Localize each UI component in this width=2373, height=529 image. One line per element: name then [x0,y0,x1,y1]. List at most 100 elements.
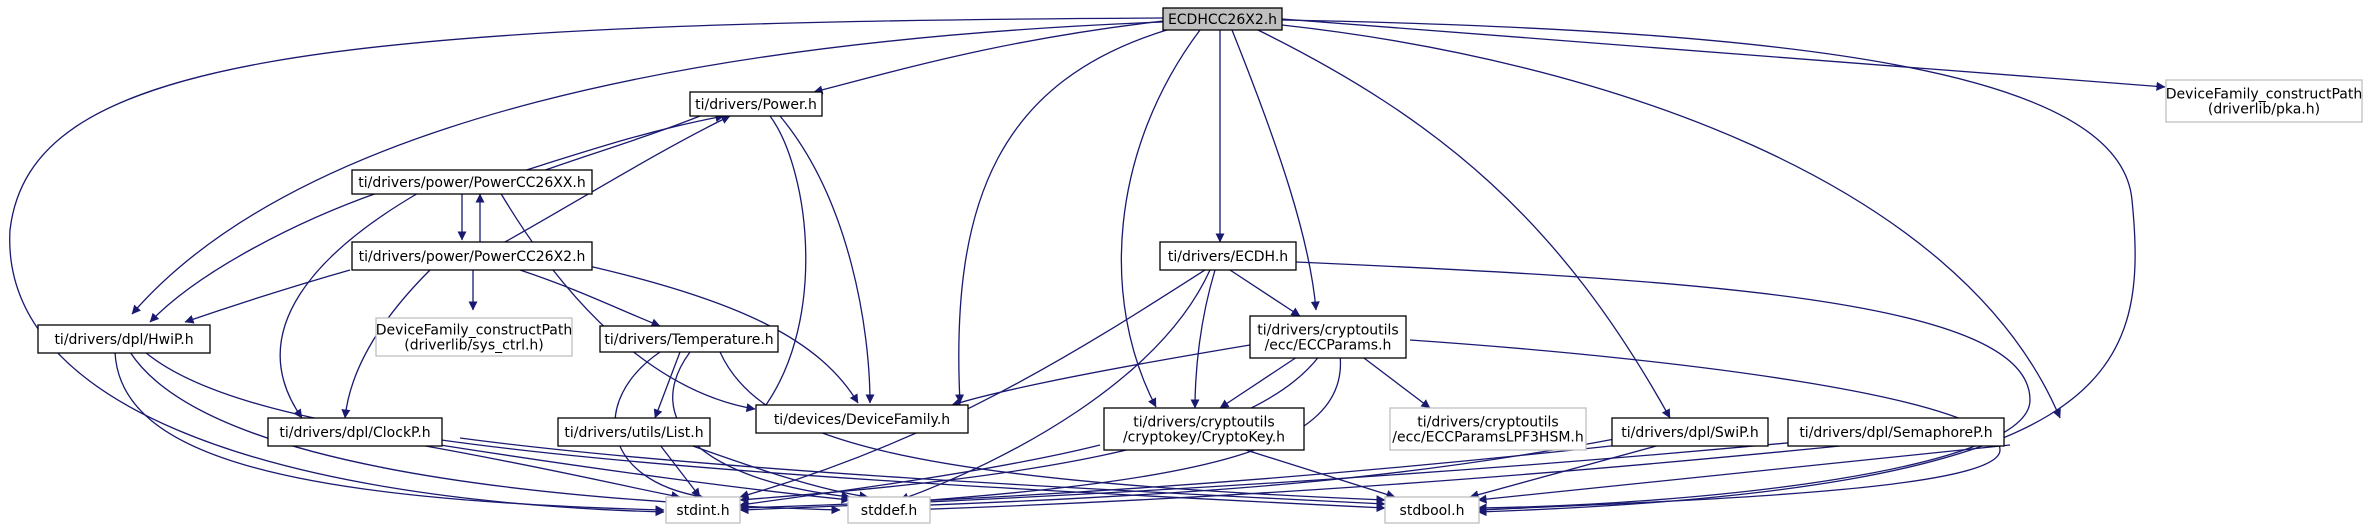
edge-root-semaphorep [1281,24,2061,419]
node-cryptokey[interactable]: ti/drivers/cryptoutils/cryptokey/CryptoK… [1103,407,1305,451]
node-root[interactable]: ECDHCC26X2.h [1162,7,1283,31]
node-stdint[interactable]: stdint.h [665,496,741,524]
node-box [665,496,741,524]
edge-list-stdint [659,444,701,498]
nodes-layer: ECDHCC26X2.h ti/drivers/Power.h ti/drivers… [37,7,2363,524]
edge-root-devicefamily [955,28,1171,404]
node-list[interactable]: ti/drivers/utils/List.h [557,417,711,447]
edge-swip-stddef [904,437,1621,511]
node-label: ECDHCC26X2.h [1168,12,1277,28]
node-label: ti/drivers/utils/List.h [564,425,703,441]
node-box [1384,496,1480,524]
node-box [755,404,969,434]
edge-root-eccparams [1231,29,1320,311]
edge-eccparams-ecclpf [1359,354,1431,409]
edge-powercc26xx-hwip [149,191,381,323]
node-label: stdint.h [676,503,729,519]
edge-powercc26x2-clockp [341,269,431,419]
node-ecdh[interactable]: ti/drivers/ECDH.h [1159,241,1297,271]
node-label: stddef.h [861,503,917,519]
node-box [689,91,823,117]
edge-hwip-stdbool [144,351,1386,513]
edge-semaphorep-stdbool [1477,444,2011,504]
edge-clockp-stddef [439,444,851,504]
node-box [37,324,211,354]
node-label: ti/drivers/power/PowerCC26XX.h [358,175,585,191]
node-stddef[interactable]: stddef.h [847,496,931,524]
node-powercc26xx[interactable]: ti/drivers/power/PowerCC26XX.h [351,169,593,195]
edge-temperature-stdbool [719,351,1386,505]
edges-layer [9,17,2166,517]
edge-power-list [755,115,807,419]
node-box [351,169,593,195]
edge-clockp-stdbool [459,437,1386,509]
edge-root-swip [1257,29,1671,419]
node-box [1162,7,1283,31]
edge-eccparams-stdint [739,354,1321,504]
node-label: ti/drivers/cryptoutils [1257,323,1398,339]
edge-powercc26xx-devicefamily [499,191,756,413]
node-label: ti/drivers/cryptoutils [1417,415,1558,431]
node-label: /ecc/ECCParams.h [1265,338,1392,354]
node-box [1611,417,1769,447]
node-swip[interactable]: ti/drivers/dpl/SwiP.h [1611,417,1769,447]
node-label: /cryptokey/CryptoKey.h [1123,430,1285,446]
edge-cryptokey-stdint [739,444,1101,509]
edge-root-power [813,20,1164,95]
node-box [599,325,779,353]
node-dfc-sysctrl[interactable]: DeviceFamily_constructPath(driverlib/sys… [375,317,573,357]
edge-root-stdint [9,17,1164,517]
edge-power-devicefamily [779,115,875,404]
edge-ecdh-cryptokey [1190,269,1216,409]
edge-root-cryptokey [1120,29,1201,408]
edge-cryptokey-stdbool [1229,444,1396,499]
node-eccparams[interactable]: ti/drivers/cryptoutils/ecc/ECCParams.h [1249,315,1407,359]
node-label: ti/drivers/Power.h [695,97,817,113]
node-hwip[interactable]: ti/drivers/dpl/HwiP.h [37,324,211,354]
node-label: /ecc/ECCParamsLPF3HSM.h [1392,430,1584,446]
edge-powercc26x2-devicefamily [579,263,859,404]
node-label: ti/drivers/dpl/SemaphoreP.h [1799,425,1992,441]
node-powercc26x2[interactable]: ti/drivers/power/PowerCC26X2.h [351,241,593,271]
edge-powercc26x2-hwip [184,269,351,324]
edge-root-stdbool [1281,19,2136,517]
node-semaphorep[interactable]: ti/drivers/dpl/SemaphoreP.h [1787,417,2005,447]
edge-eccparams-devicefamily [951,344,1251,407]
node-box [1249,315,1407,359]
node-label: ti/drivers/ECDH.h [1168,249,1288,265]
node-label: ti/drivers/cryptoutils [1133,415,1274,431]
edge-hwip-stdint [114,351,665,515]
node-label: ti/drivers/dpl/SwiP.h [1621,425,1758,441]
node-stdbool[interactable]: stdbool.h [1384,496,1480,524]
node-ecclpf[interactable]: ti/drivers/cryptoutils/ecc/ECCParamsLPF3… [1389,407,1587,451]
node-dfc-pka[interactable]: DeviceFamily_constructPath(driverlib/pka… [2165,79,2363,123]
node-box [557,417,711,447]
node-box [1103,407,1305,451]
edge-eccparams-stdbool [1409,339,2001,515]
node-box [351,241,593,271]
node-box [2165,79,2363,123]
edge-powercc26xx-clockp [279,191,421,419]
edge-ecdh-eccparams [1229,269,1301,317]
node-label: ti/drivers/Temperature.h [604,332,773,348]
node-label: ti/devices/DeviceFamily.h [774,412,950,428]
edge-ecdh-stdbool [1295,261,2031,513]
node-power[interactable]: ti/drivers/Power.h [689,91,823,117]
node-box [847,496,931,524]
node-temperature[interactable]: ti/drivers/Temperature.h [599,325,779,353]
node-devicefamily[interactable]: ti/devices/DeviceFamily.h [755,404,969,434]
node-box [1159,241,1297,271]
edge-eccparams-stddef [904,354,1342,506]
node-box [1787,417,2005,447]
node-label: (driverlib/pka.h) [2208,102,2320,118]
node-label: DeviceFamily_constructPath [376,323,572,339]
node-clockp[interactable]: ti/drivers/dpl/ClockP.h [267,417,443,447]
edge-powercc26xx-power [519,113,725,173]
edge-temperature-list [653,351,681,419]
edge-semaphorep-stddef [904,444,1851,515]
node-label: ti/drivers/power/PowerCC26X2.h [359,249,586,265]
node-label: ti/drivers/dpl/HwiP.h [54,332,193,348]
edge-root-dfc-pka [1281,18,2166,91]
edge-powercc26x2-power [504,115,731,243]
